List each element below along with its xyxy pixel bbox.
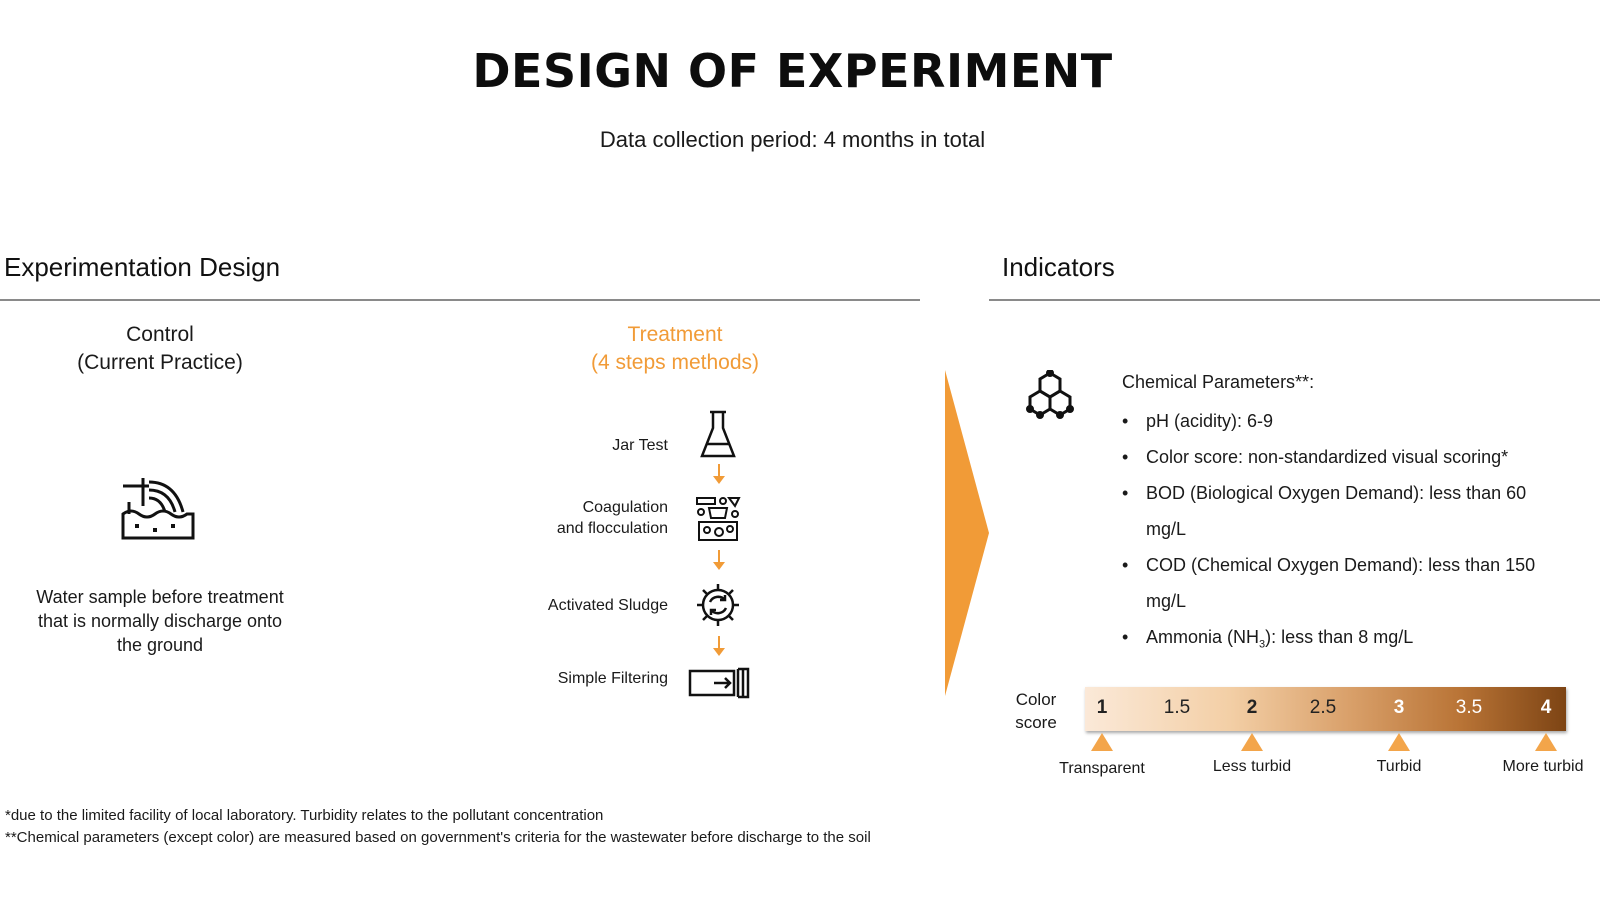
ammonia-text-before: Ammonia (NH [1146, 627, 1260, 647]
indicators-divider [989, 299, 1600, 301]
step-activated-sludge-label: Activated Sludge [547, 597, 668, 614]
gear-cycle-icon [695, 582, 741, 628]
scale-marker-less-turbid [1241, 733, 1263, 751]
scale-label-less-turbid: Less turbid [1212, 758, 1292, 775]
treatment-subtitle: (4 steps methods) [590, 351, 760, 374]
control-heading: Control (Current Practice) [40, 321, 280, 377]
molecule-icon [1018, 370, 1082, 432]
scale-tick: 3.5 [1455, 697, 1483, 718]
design-divider [0, 299, 920, 301]
page-subtitle: Data collection period: 4 months in tota… [599, 127, 986, 152]
scale-tick: 4 [1540, 697, 1552, 718]
step-simple-filtering-label: Simple Filtering [557, 670, 668, 687]
ammonia-text-after: ): less than 8 mg/L [1265, 627, 1414, 647]
color-score-caption-line2: score [1015, 713, 1057, 732]
scale-tick: 2.5 [1309, 697, 1337, 718]
treatment-heading: Treatment (4 steps methods) [560, 321, 790, 377]
control-description: Water sample before treatment that is no… [36, 587, 284, 655]
indicators-heading: Indicators [1002, 252, 1115, 282]
list-item: Ammonia (NH3): less than 8 mg/L [1122, 619, 1562, 663]
color-score-caption-line1: Color [1015, 690, 1057, 709]
scale-marker-transparent [1091, 733, 1113, 751]
step-coagulation-line1: Coagulation [582, 499, 668, 516]
design-heading: Experimentation Design [4, 252, 281, 282]
scale-label-more-turbid: More turbid [1502, 758, 1584, 775]
scale-tick: 3 [1393, 697, 1405, 718]
control-title: Control [126, 323, 194, 346]
chemical-lab-icon [695, 496, 741, 542]
list-item: COD (Chemical Oxygen Demand): less than … [1122, 547, 1562, 619]
color-score-bar: 1 1.5 2 2.5 3 3.5 4 [1085, 687, 1566, 731]
scale-marker-turbid [1388, 733, 1410, 751]
color-score-caption: Color score [1006, 688, 1066, 734]
step-arrow-2 [713, 550, 725, 570]
scale-label-turbid: Turbid [1376, 758, 1422, 775]
scale-tick: 1 [1096, 697, 1108, 718]
list-item: Color score: non-standardized visual sco… [1122, 439, 1562, 475]
filter-icon [688, 667, 752, 699]
page-title: DESIGN OF EXPERIMENT [472, 44, 1113, 98]
footnote-chemical-criteria: **Chemical parameters (except color) are… [5, 829, 871, 846]
transition-arrow [945, 370, 989, 701]
list-item: pH (acidity): 6-9 [1122, 403, 1562, 439]
treatment-title: Treatment [627, 323, 723, 346]
step-arrow-3 [713, 636, 725, 656]
chemical-parameters-list: pH (acidity): 6-9 Color score: non-stand… [1122, 403, 1562, 663]
flask-icon [699, 410, 737, 460]
footnote-lab-limitation: *due to the limited facility of local la… [5, 807, 604, 824]
list-item: BOD (Biological Oxygen Demand): less tha… [1122, 475, 1562, 547]
step-jar-test-label: Jar Test [612, 437, 668, 454]
scale-label-transparent: Transparent [1059, 760, 1145, 777]
step-coagulation-line2: and flocculation [556, 520, 668, 537]
scale-tick: 2 [1246, 697, 1258, 718]
ammonia-subscript: 3 [1259, 638, 1266, 651]
wastewater-discharge-icon [121, 474, 197, 540]
step-coagulation-label: Coagulation and flocculation [500, 497, 668, 539]
step-arrow-1 [713, 464, 725, 484]
chemical-parameters-title: Chemical Parameters**: [1122, 372, 1315, 392]
scale-marker-more-turbid [1535, 733, 1557, 751]
control-subtitle: (Current Practice) [77, 351, 243, 374]
scale-tick: 1.5 [1163, 697, 1191, 718]
